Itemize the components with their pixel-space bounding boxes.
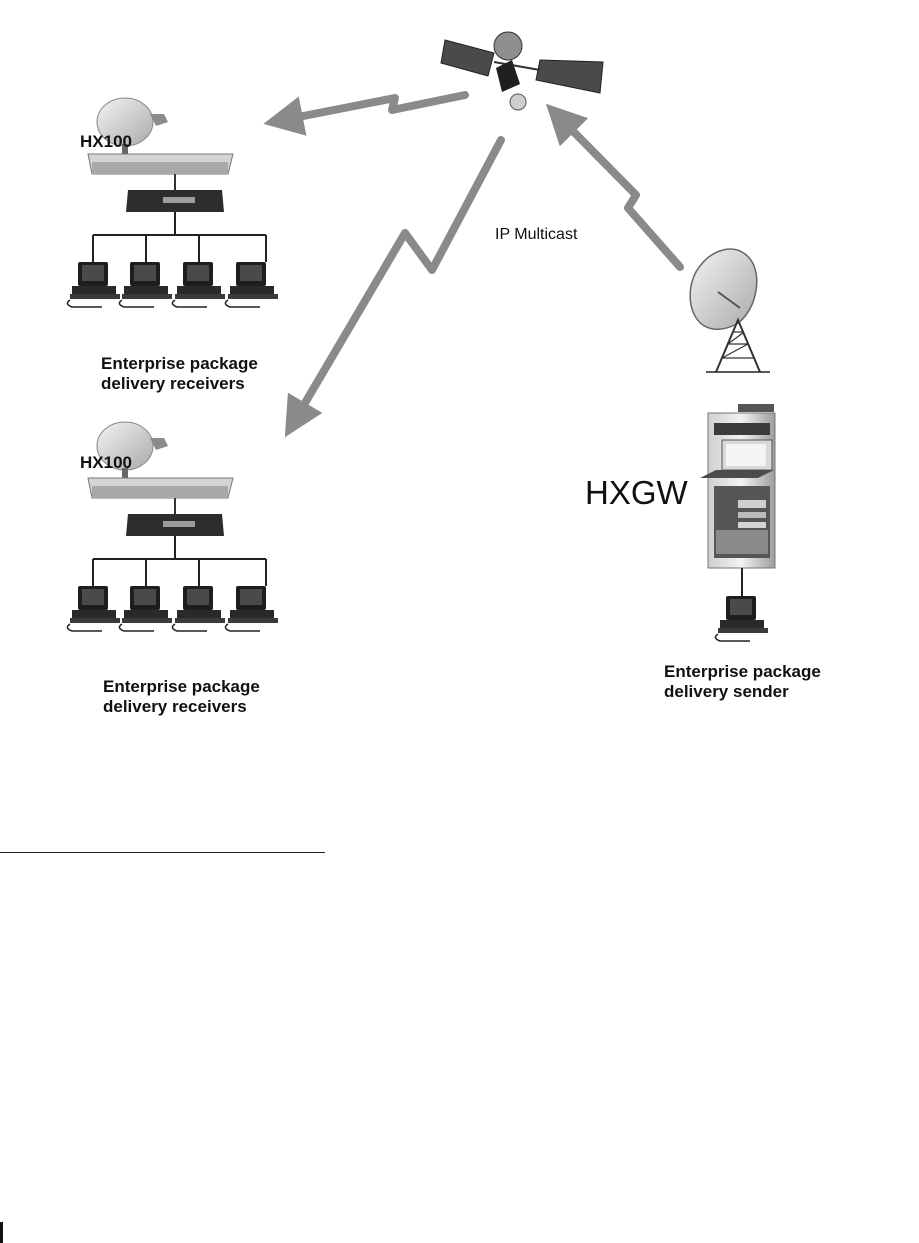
margin-mark <box>0 1222 3 1243</box>
satellite-icon <box>440 31 604 111</box>
sender-caption: Enterprise package delivery sender <box>664 662 821 701</box>
sender-workstation-icon <box>714 595 769 642</box>
site1-caption-line1: Enterprise package <box>101 354 258 373</box>
footnote-rule <box>0 852 325 853</box>
site2-device-label: HX100 <box>80 453 132 472</box>
uplink-antenna-icon <box>689 248 770 373</box>
receiver-site-1 <box>67 98 278 307</box>
server-rack-icon <box>700 404 776 596</box>
site1-device-label: HX100 <box>80 132 132 151</box>
uplink-arrow <box>545 103 684 271</box>
link-label: IP Multicast <box>495 226 578 243</box>
site2-caption-line2: delivery receivers <box>103 696 247 716</box>
downlink-arrow-site1 <box>263 91 469 136</box>
site1-caption-line2: delivery receivers <box>101 373 245 393</box>
site1-caption: Enterprise package delivery receivers <box>101 354 258 393</box>
site2-caption-line1: Enterprise package <box>103 677 260 696</box>
sender-caption-line1: Enterprise package <box>664 662 821 681</box>
sender-caption-line2: delivery sender <box>664 681 789 701</box>
downlink-arrow-site2 <box>284 136 505 438</box>
gateway-label: HXGW <box>585 474 688 511</box>
link-arrows <box>263 91 684 438</box>
site2-caption: Enterprise package delivery receivers <box>103 677 260 716</box>
